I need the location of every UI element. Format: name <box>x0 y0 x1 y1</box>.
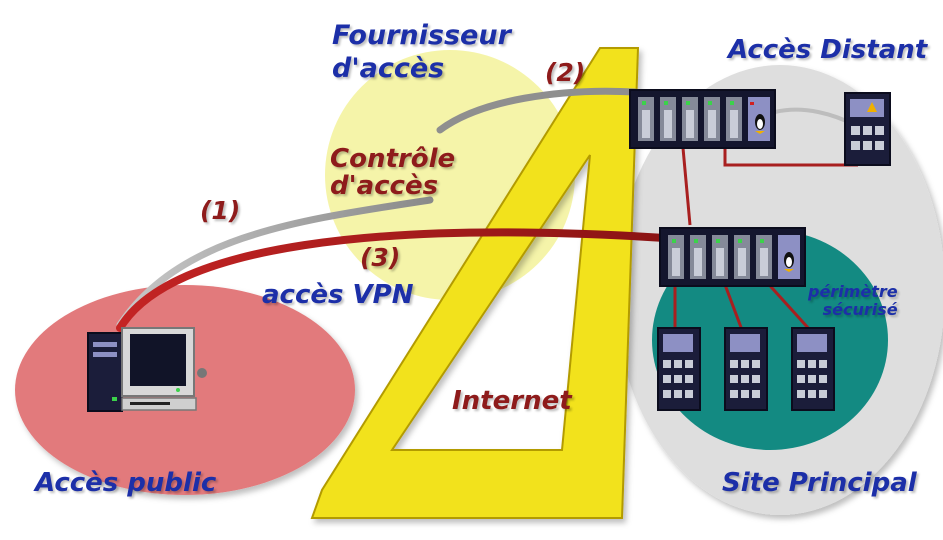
path-1-label: (1) <box>200 196 241 225</box>
access-control-label: Contrôle d'accès <box>330 144 456 202</box>
gray-link <box>116 196 434 329</box>
vpn-access-label: accès VPN <box>262 280 414 310</box>
access-control-line1: Contrôle <box>330 144 456 174</box>
penguin-icon <box>784 252 794 272</box>
vpn-link <box>116 228 669 332</box>
penguin-icon <box>755 114 765 134</box>
public-access-label: Accès public <box>35 468 217 498</box>
secure-perimeter-line2: sécurisé <box>822 300 898 320</box>
isp-label: Fournisseur d'accès <box>332 22 511 82</box>
remote-access-label: Accès Distant <box>728 35 928 65</box>
internet-label: Internet <box>452 386 572 416</box>
remote-rack <box>629 89 776 149</box>
remote-server-icon <box>844 92 891 166</box>
path-2-label: (2) <box>545 58 586 87</box>
access-control-line2: d'accès <box>330 171 439 202</box>
isp-label-line2: d'accès <box>332 53 445 84</box>
internet-triangle <box>310 47 640 519</box>
main-site-label: Site Principal <box>722 468 917 498</box>
secure-perimeter-line1: périmètre <box>808 282 898 301</box>
path-3-label: (3) <box>360 243 401 272</box>
server-icon <box>791 327 835 411</box>
desktop-computer-icon <box>87 327 207 412</box>
main-site-rack <box>659 227 806 287</box>
gray-link-isp <box>436 87 639 134</box>
server-icon <box>657 327 701 411</box>
secure-perimeter-label: périmètre sécurisé <box>808 282 898 320</box>
isp-label-line1: Fournisseur <box>332 20 511 51</box>
server-icon <box>724 327 768 411</box>
